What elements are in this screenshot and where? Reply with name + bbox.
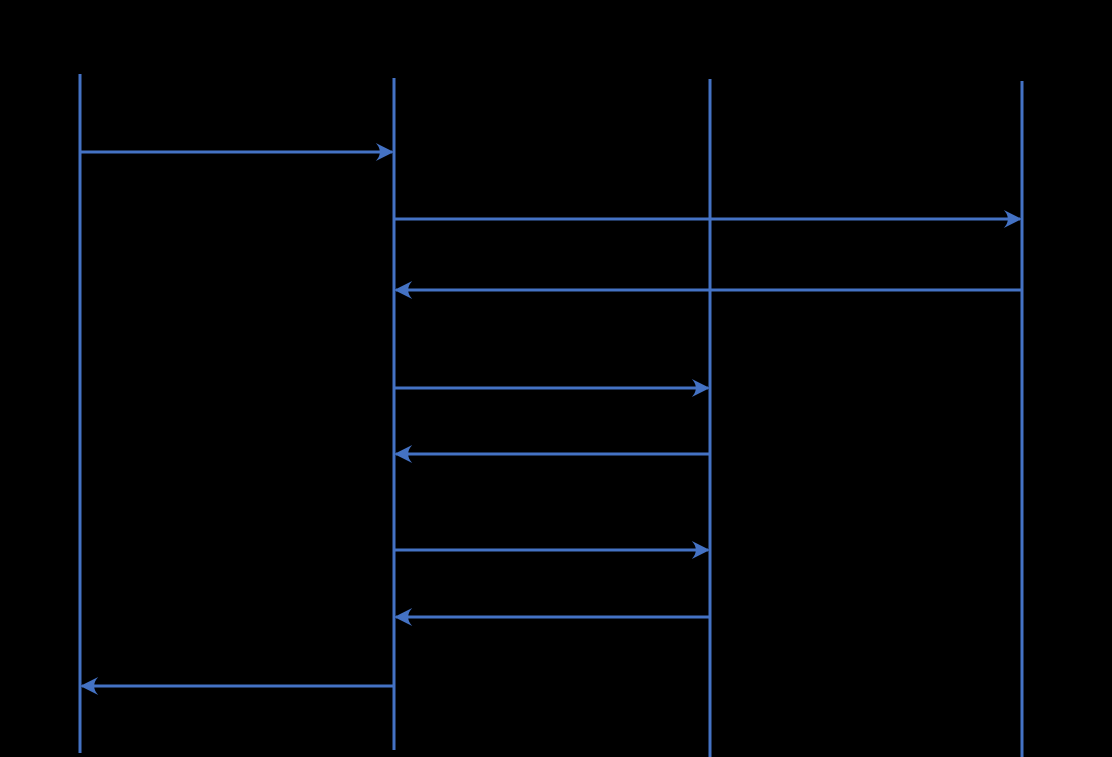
sequence-diagram-svg [78,74,1024,757]
diagram-canvas [78,74,1024,757]
